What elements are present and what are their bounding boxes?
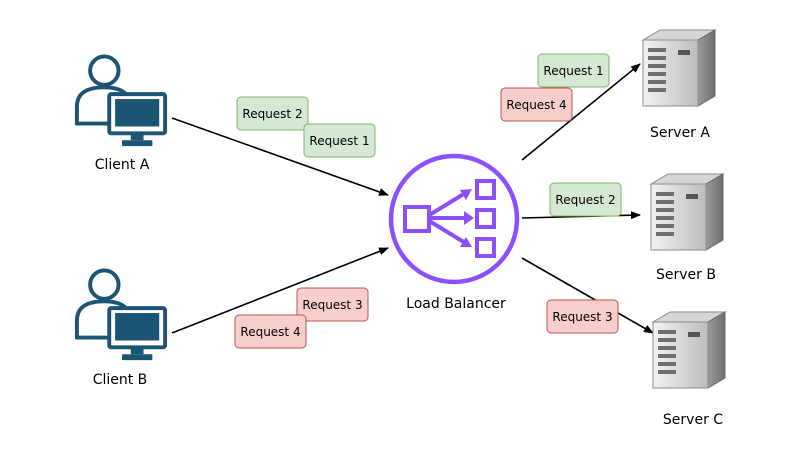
request-tag-label: Request 4 bbox=[240, 325, 300, 339]
client-a: Client A bbox=[74, 54, 168, 173]
request-tag-label: Request 3 bbox=[552, 310, 612, 324]
server-tower-icon bbox=[650, 173, 724, 251]
request-tag-label: Request 4 bbox=[506, 98, 566, 112]
client-a-label: Client A bbox=[95, 157, 150, 173]
user-computer-icon bbox=[74, 268, 168, 363]
request-tag: Request 2 bbox=[549, 182, 622, 217]
server-tower-icon bbox=[652, 311, 726, 389]
load-balancer-icon bbox=[388, 153, 520, 285]
request-tag-label: Request 1 bbox=[543, 64, 603, 78]
arrow-balancer-to-server-c bbox=[521, 257, 654, 334]
user-computer-icon bbox=[74, 54, 168, 149]
arrow-client-b-to-balancer bbox=[171, 247, 389, 334]
request-tag: Request 3 bbox=[546, 299, 619, 334]
request-tags: Request 2 Request 1 Request 3 Request 4 … bbox=[234, 53, 622, 349]
request-tag: Request 1 bbox=[303, 123, 376, 158]
request-tag: Request 4 bbox=[500, 87, 573, 122]
server-tower-icon bbox=[642, 29, 716, 107]
request-tag-label: Request 3 bbox=[302, 298, 362, 312]
arrow-balancer-to-server-a bbox=[521, 63, 641, 161]
server-b: Server B bbox=[650, 173, 724, 283]
request-tag-label: Request 1 bbox=[309, 134, 369, 148]
load-balancer-label: Load Balancer bbox=[406, 296, 506, 312]
request-tag-label: Request 2 bbox=[242, 107, 302, 121]
client-b: Client B bbox=[74, 268, 168, 388]
request-tag-label: Request 2 bbox=[555, 193, 615, 207]
client-b-label: Client B bbox=[93, 372, 148, 388]
server-c-label: Server C bbox=[663, 412, 723, 428]
server-a-label: Server A bbox=[650, 125, 710, 141]
request-tag: Request 4 bbox=[234, 314, 307, 349]
load-balancer: Load Balancer bbox=[388, 153, 520, 312]
request-tag: Request 3 bbox=[296, 287, 369, 322]
server-b-label: Server B bbox=[656, 267, 716, 283]
request-tag: Request 1 bbox=[537, 53, 610, 88]
server-a: Server A bbox=[642, 29, 716, 141]
request-tag: Request 2 bbox=[236, 96, 309, 131]
server-c: Server C bbox=[652, 311, 726, 428]
arrow-client-a-to-balancer bbox=[171, 117, 389, 196]
connectors bbox=[171, 63, 654, 334]
